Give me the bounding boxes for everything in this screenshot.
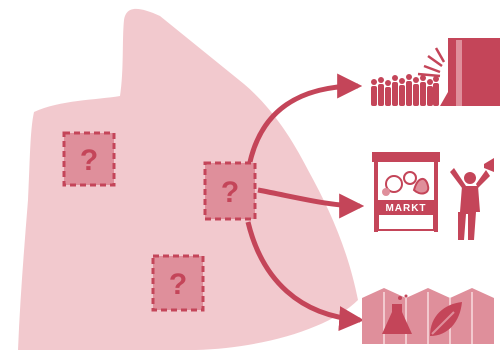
question-mark-2: ? [221,176,239,209]
arrow-to-market [257,187,365,219]
unknown-box-1: ? [62,131,116,187]
leaf-icon [430,302,462,336]
wall-icon [440,38,500,106]
crowd-icon [371,74,439,106]
crowd-protest-icon [371,38,500,106]
science-nature-fence-icon [362,288,494,344]
flask-icon [382,294,412,334]
market-vendor-icon: MARKT [372,152,494,240]
market-sign [376,200,436,214]
unknown-box-3: ? [151,254,205,312]
question-mark-1: ? [80,144,98,177]
market-stall-icon: MARKT [372,152,440,232]
arrow-to-fence [245,221,365,332]
megaphone-lines-icon [417,47,446,78]
arrow-to-crowd [247,73,363,163]
market-sign-text: MARKT [385,203,426,214]
unknown-box-2: ? [203,161,257,221]
question-mark-3: ? [169,268,187,301]
territory-region [18,9,358,350]
vendor-icon [450,158,494,240]
